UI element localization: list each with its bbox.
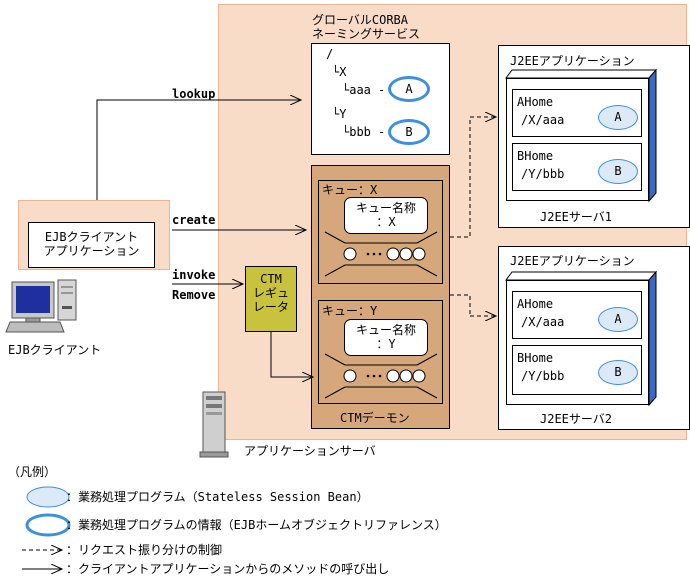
home-ref-a: A bbox=[388, 76, 430, 102]
j2ee1-bean-a-label: A bbox=[614, 110, 622, 124]
legend-bean-icon bbox=[26, 486, 70, 508]
queue-x-name-2: ：X bbox=[376, 215, 396, 229]
client-app-line1: EJBクライアント bbox=[44, 230, 139, 244]
home-ref-b-label: B bbox=[405, 125, 413, 139]
legend-item-call: ：クライアントアプリケーションからのメソッドの呼び出し bbox=[66, 562, 390, 576]
j2ee2-ahome-path: /X/aaa bbox=[521, 315, 565, 329]
ctm-regulator-box: CTM レギュ レータ bbox=[245, 266, 297, 332]
app-server-label: アプリケーションサーバ bbox=[244, 444, 376, 458]
home-ref-b: B bbox=[388, 119, 430, 145]
j2ee1-server-label: J2EEサーバ1 bbox=[540, 210, 613, 224]
dispatch-line-x bbox=[450, 117, 471, 238]
legend-title: （凡例） bbox=[8, 465, 57, 479]
regulator-line1: CTM bbox=[260, 272, 282, 286]
regulator-to-queue-arrow bbox=[270, 332, 313, 377]
queue-y-name-box: キュー名称 ：Y bbox=[344, 319, 428, 356]
ejb-client-label: EJBクライアント bbox=[8, 343, 102, 357]
lookup-label: lookup bbox=[172, 87, 216, 101]
j2ee2-app-title: J2EEアプリケーション bbox=[510, 254, 635, 268]
j2ee2-bean-a: A bbox=[598, 307, 638, 332]
queue-x-name-1: キュー名称 bbox=[355, 201, 416, 215]
j2ee1-bean-b-label: B bbox=[614, 164, 622, 178]
j2ee-server1-3d bbox=[505, 68, 658, 203]
queue-x-graphic bbox=[324, 231, 438, 277]
naming-x: └X bbox=[332, 65, 347, 79]
client-app-box: EJBクライアント アプリケーション bbox=[28, 222, 155, 268]
regulator-line3: レータ bbox=[252, 300, 289, 314]
home-ref-a-label: A bbox=[405, 82, 413, 96]
queue-y-graphic bbox=[324, 353, 438, 399]
naming-service-title-1: グローバルCORBA bbox=[312, 13, 409, 27]
j2ee2-bean-b-label: B bbox=[614, 365, 622, 379]
invoke-label: invoke bbox=[172, 268, 216, 282]
j2ee2-bean-b: B bbox=[598, 360, 638, 385]
naming-service-box bbox=[311, 43, 450, 155]
queue-y-name-1: キュー名称 bbox=[355, 323, 416, 337]
naming-service-title-2: ネーミングサービス bbox=[312, 27, 421, 41]
j2ee1-app-title: J2EEアプリケーション bbox=[510, 54, 635, 68]
j2ee1-bhome-label: BHome bbox=[517, 149, 554, 163]
naming-dash-a: - bbox=[378, 83, 386, 97]
ctm-daemon-label: CTMデーモン bbox=[340, 411, 410, 425]
queue-x-label: キュー：X bbox=[322, 183, 378, 197]
lookup-arrow bbox=[96, 100, 301, 200]
j2ee2-bhome-label: BHome bbox=[517, 351, 554, 365]
j2ee1-ahome-box bbox=[512, 89, 642, 137]
j2ee2-bean-a-label: A bbox=[614, 312, 622, 326]
client-computer-icon bbox=[5, 279, 77, 333]
legend-item-home-ref: ：業務処理プログラムの情報（EJBホームオブジェクトリファレンス） bbox=[66, 518, 447, 532]
create-label: create bbox=[172, 213, 216, 227]
naming-dash-b: - bbox=[378, 125, 386, 139]
j2ee1-ahome-label: AHome bbox=[517, 95, 554, 109]
queue-y-label: キュー：Y bbox=[322, 304, 378, 318]
queue-y-name-2: ：Y bbox=[376, 337, 396, 351]
j2ee-server2-3d bbox=[505, 270, 658, 407]
legend-item-bean: ：業務処理プログラム（Stateless Session Bean） bbox=[66, 490, 369, 504]
j2ee2-ahome-label: AHome bbox=[517, 297, 554, 311]
legend-item-dispatch: ：リクエスト振り分けの制御 bbox=[66, 543, 223, 557]
naming-root: / bbox=[326, 47, 334, 61]
regulator-line2: レギュ bbox=[252, 286, 289, 300]
naming-y: └Y bbox=[332, 107, 347, 121]
naming-aaa: └aaa bbox=[342, 83, 371, 97]
queue-x-name-box: キュー名称 ：X bbox=[344, 197, 428, 234]
remove-label: Remove bbox=[172, 288, 216, 302]
dispatch-line-y bbox=[450, 294, 471, 316]
legend-home-ref-icon bbox=[25, 513, 71, 537]
j2ee1-bean-b: B bbox=[598, 159, 638, 184]
j2ee1-ahome-path: /X/aaa bbox=[521, 113, 565, 127]
app-server-icon bbox=[199, 391, 229, 458]
naming-bbb: └bbb bbox=[342, 125, 371, 139]
j2ee2-bhome-path: /Y/bbb bbox=[521, 369, 565, 383]
j2ee1-bhome-path: /Y/bbb bbox=[521, 167, 565, 181]
j2ee1-bean-a: A bbox=[598, 105, 638, 130]
j2ee2-server-label: J2EEサーバ2 bbox=[540, 412, 613, 426]
client-app-line2: アプリケーション bbox=[43, 244, 140, 258]
